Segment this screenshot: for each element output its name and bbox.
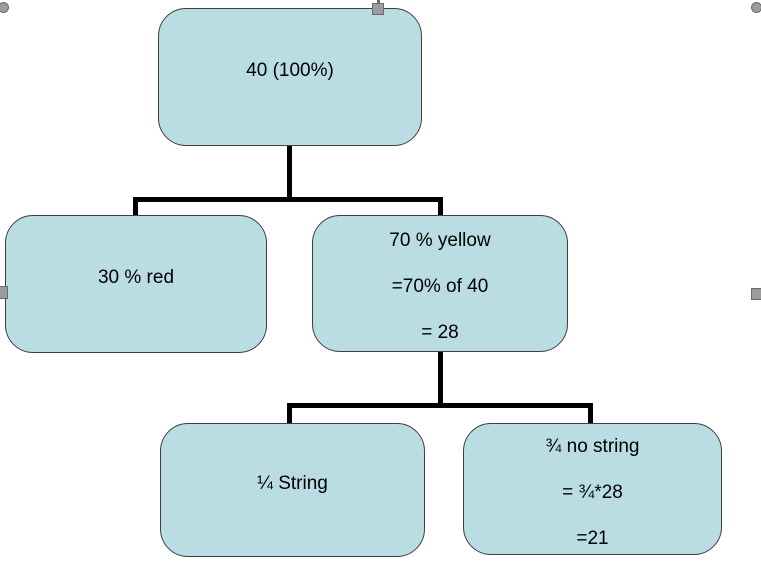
node-yellow-text-line3: = 28 <box>421 322 459 343</box>
selection-handle-top-right[interactable] <box>751 2 761 13</box>
selection-handle-top-center[interactable] <box>372 3 384 15</box>
node-root: 40 (100%) <box>158 8 422 146</box>
node-no-string: ¾ no string = ¾*28 =21 <box>463 423 722 555</box>
node-no-string-text-line3: =21 <box>576 528 609 549</box>
connector-drop-to-yellow <box>438 200 443 216</box>
node-yellow-text-line1: 70 % yellow <box>389 230 491 251</box>
selection-handle-left-middle[interactable] <box>0 286 8 299</box>
selection-handle-top-left[interactable] <box>0 2 9 13</box>
connector-root-stem <box>287 145 292 200</box>
connector-level3-crossbar <box>287 403 593 408</box>
connector-drop-to-no-string <box>588 406 593 424</box>
connector-drop-to-string <box>287 406 292 424</box>
node-red: 30 % red <box>5 215 267 353</box>
node-yellow-text-line2: =70% of 40 <box>391 276 489 297</box>
connector-yellow-stem <box>438 351 443 406</box>
selection-handle-stem <box>377 0 380 4</box>
connector-level2-crossbar <box>133 197 443 202</box>
selection-handle-right-middle[interactable] <box>751 288 761 300</box>
node-red-text: 30 % red <box>97 266 175 288</box>
node-no-string-text-line1: ¾ no string <box>545 436 640 457</box>
node-no-string-text-line2: = ¾*28 <box>562 482 623 503</box>
node-string: ¼ String <box>160 423 425 557</box>
node-string-text: ¼ String <box>257 472 328 494</box>
node-root-text: 40 (100%) <box>246 59 334 81</box>
node-yellow: 70 % yellow =70% of 40 = 28 <box>312 215 568 352</box>
connector-drop-to-red <box>133 200 138 216</box>
